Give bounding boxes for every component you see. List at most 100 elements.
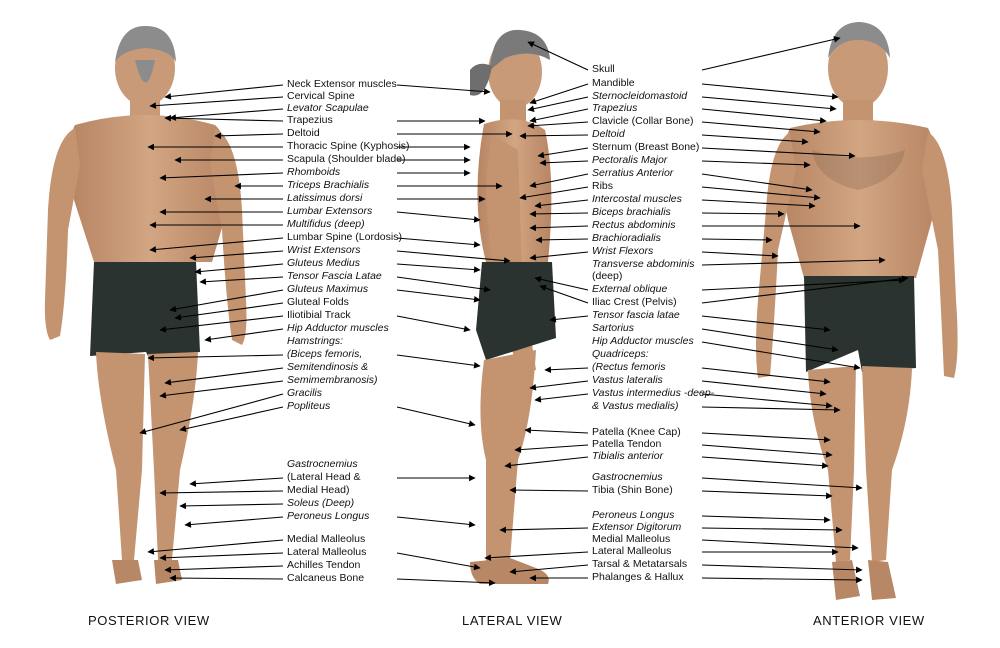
posterior-lateral-label: Triceps Brachialis	[287, 179, 370, 191]
arrow-right-16	[701, 276, 906, 291]
lateral-anterior-label: Iliac Crest (Pelvis)	[592, 296, 677, 308]
lateral-figure	[470, 29, 556, 584]
arrow-left-22	[159, 380, 284, 399]
arrow-left-to-lateral-24	[396, 406, 476, 427]
lateral-anterior-label: Tarsal & Metatarsals	[592, 558, 688, 570]
arrow-left-to-lateral-30	[396, 552, 481, 571]
arrow-right-18	[701, 315, 831, 333]
lateral-anterior-label: Sternocleidomastoid	[592, 90, 688, 102]
anterior-view-caption: ANTERIOR VIEW	[813, 613, 925, 628]
posterior-lateral-label: Gluteal Folds	[287, 296, 349, 308]
posterior-lateral-label: Medial Malleolus	[287, 533, 366, 545]
arrow-left-29	[147, 539, 284, 555]
lateral-anterior-label: Peroneus Longus	[592, 509, 675, 521]
arrow-right-27	[701, 456, 829, 469]
arrow-left-to-lateral-16	[396, 289, 481, 303]
lateral-view-caption: LATERAL VIEW	[462, 613, 563, 628]
arrow-right-to-lateral-0	[527, 41, 589, 71]
lateral-anterior-label: Mandible	[592, 77, 635, 89]
arrow-left-28	[184, 516, 284, 528]
arrow-left-to-lateral-15	[396, 276, 491, 293]
lateral-anterior-label: & Vastus medialis)	[592, 400, 679, 412]
arrow-right-34	[701, 564, 863, 574]
arrow-left-2	[169, 108, 284, 121]
arrow-right-32	[701, 539, 859, 551]
arrow-right-to-lateral-3	[529, 108, 589, 124]
anterior-figure	[756, 22, 958, 600]
arrow-left-26	[159, 489, 284, 497]
lateral-anterior-label: Sternum (Breast Bone)	[592, 141, 700, 153]
lateral-anterior-label: Medial Malleolus	[592, 533, 671, 545]
posterior-lateral-label: Rhomboids	[287, 166, 341, 178]
arrow-right-15	[701, 256, 886, 266]
lateral-anterior-label: Vastus lateralis	[592, 374, 663, 386]
arrow-right-to-lateral-29	[509, 486, 589, 494]
posterior-lateral-label: Levator Scapulae	[287, 102, 369, 114]
lateral-anterior-label: Pectoralis Major	[592, 154, 668, 166]
arrow-left-31	[164, 565, 284, 574]
lateral-anterior-label: (Rectus femoris	[592, 361, 666, 373]
arrow-left-25	[189, 477, 284, 487]
arrow-right-26	[701, 444, 833, 458]
posterior-lateral-label: Iliotibial Track	[287, 309, 351, 321]
posterior-lateral-label: Gastrocnemius	[287, 458, 358, 470]
lateral-anterior-label: Rectus abdominis	[592, 219, 676, 231]
arrow-right-3	[701, 108, 827, 124]
posterior-lateral-label: Achilles Tendon	[287, 559, 361, 571]
arrow-right-20	[701, 341, 861, 371]
arrow-right-to-lateral-23	[534, 393, 589, 403]
arrow-right-to-lateral-4	[527, 121, 589, 129]
posterior-lateral-label: Hip Adductor muscles	[287, 322, 389, 334]
arrow-right-25	[701, 432, 831, 443]
arrow-right-to-lateral-22	[529, 380, 589, 391]
arrow-right-35	[701, 576, 863, 584]
arrow-left-0	[164, 84, 284, 100]
arrow-left-16	[169, 289, 284, 313]
arrow-left-15	[199, 276, 284, 285]
arrow-right-23	[701, 393, 833, 409]
arrow-left-to-lateral-12	[396, 237, 481, 248]
posterior-lateral-label: Gluteus Medius	[287, 257, 360, 269]
arrow-right-to-lateral-10	[534, 199, 589, 209]
lateral-anterior-label: Tensor fascia latae	[592, 309, 680, 321]
arrow-right-24	[701, 406, 841, 414]
arrow-left-27	[179, 502, 284, 510]
posterior-lateral-label: Calcaneus Bone	[287, 572, 365, 584]
arrow-right-to-lateral-17	[539, 284, 589, 304]
arrow-right-19	[701, 328, 839, 353]
posterior-lateral-label: Gracilis	[287, 387, 323, 399]
arrow-right-to-lateral-34	[509, 564, 589, 575]
arrow-right-10	[701, 199, 816, 209]
posterior-view-caption: POSTERIOR VIEW	[88, 613, 210, 628]
arrow-right-to-lateral-16	[534, 276, 589, 291]
arrow-left-to-lateral-14	[396, 263, 481, 273]
lateral-anterior-label: Ribs	[592, 180, 614, 192]
lateral-anterior-label: Extensor Digitorum	[592, 521, 682, 533]
arrow-right-to-lateral-2	[527, 96, 589, 112]
arrow-left-32	[169, 574, 284, 582]
posterior-lateral-label: Semitendinosis &	[287, 361, 369, 373]
arrow-right-22	[701, 380, 827, 397]
arrow-right-0	[701, 36, 841, 71]
arrow-left-23	[139, 393, 284, 435]
arrow-right-to-lateral-27	[504, 456, 589, 469]
posterior-lateral-label: Semimembranosis)	[287, 374, 378, 386]
posterior-lateral-label: Wrist Extensors	[287, 244, 361, 256]
lateral-anterior-label: Phalanges & Hallux	[592, 571, 684, 583]
posterior-lateral-label: Gluteus Maximus	[287, 283, 369, 295]
arrow-right-28	[701, 477, 863, 491]
arrow-right-to-lateral-33	[484, 551, 589, 561]
arrow-right-to-lateral-7	[539, 159, 589, 167]
arrow-right-6	[701, 147, 856, 159]
arrow-right-to-lateral-18	[549, 315, 589, 323]
arrow-left-13	[189, 250, 284, 261]
posterior-lateral-label: Cervical Spine	[287, 90, 355, 102]
arrow-left-1	[149, 96, 284, 109]
lateral-anterior-label: Patella (Knee Cap)	[592, 426, 681, 438]
lateral-anterior-label: Tibialis anterior	[592, 450, 664, 462]
arrow-left-18	[159, 315, 284, 333]
arrow-left-14	[194, 263, 284, 275]
lateral-anterior-label: Skull	[592, 63, 615, 75]
arrow-left-12	[149, 237, 284, 253]
lateral-anterior-label: Tibia (Shin Bone)	[592, 484, 673, 496]
